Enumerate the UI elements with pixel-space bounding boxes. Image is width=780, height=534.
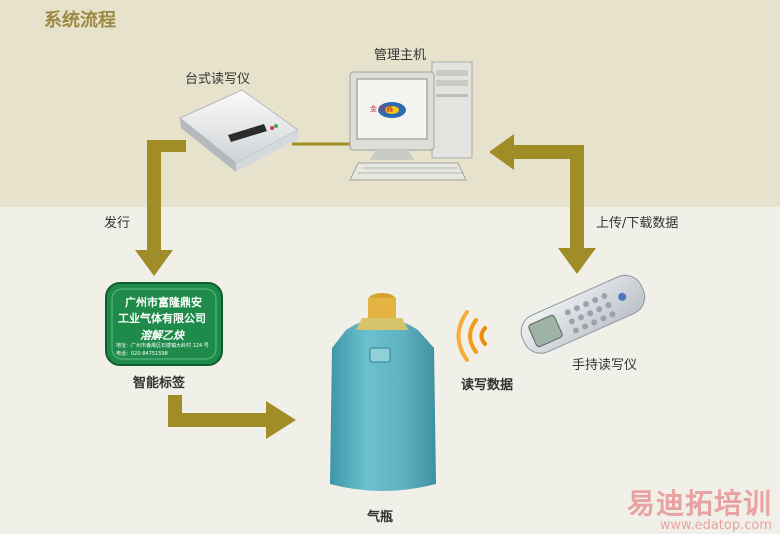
label-handheld-reader: 手持读写仪: [572, 358, 638, 373]
tag-card-line2: 工业气体有限公司: [118, 312, 206, 325]
diagram-title: 系统流程: [44, 10, 116, 31]
tag-card-line3: 溶解乙炔: [140, 329, 184, 342]
desktop-reader-device: [179, 89, 299, 172]
wireless-waves: [456, 310, 487, 362]
tag-to-cylinder-arrow: [168, 395, 296, 439]
smart-tag-card: [105, 282, 223, 366]
tag-card-small1: 地址：广州市番禺区石楼镇大岭村 124 号: [116, 343, 209, 349]
pc-keyboard: [349, 162, 467, 181]
handheld-reader-device: [520, 274, 646, 354]
label-management-host: 管理主机: [374, 48, 427, 63]
label-issue: 发行: [104, 216, 131, 231]
label-smart-tag: 智能标签: [133, 376, 186, 391]
watermark-text: 易迪拓培训: [626, 487, 772, 520]
pc-monitor: [349, 71, 435, 160]
tag-card-line1: 广州市富隆鼎安: [125, 296, 202, 309]
label-desktop-reader: 台式读写仪: [185, 72, 251, 87]
label-gas-cylinder: 气瓶: [367, 510, 394, 525]
upload-download-arrow: [489, 134, 596, 274]
watermark: 易迪拓培训 www.edatop.com: [627, 482, 772, 533]
monitor-logo-text: 金 铭鑫: [370, 105, 394, 113]
watermark-url: www.edatop.com: [659, 518, 772, 533]
issue-arrow: [135, 140, 186, 276]
label-read-write-data: 读写数据: [461, 378, 514, 393]
tag-card-small2: 电话：020-84751598: [116, 351, 168, 357]
gas-cylinder: [330, 293, 436, 491]
label-upload-download: 上传/下载数据: [596, 216, 679, 231]
pc-tower: [431, 61, 473, 159]
